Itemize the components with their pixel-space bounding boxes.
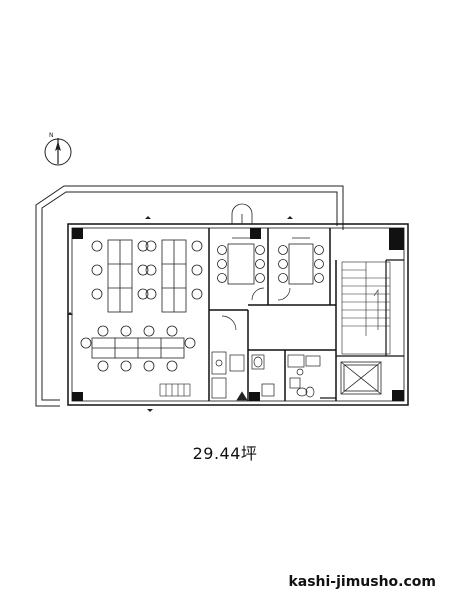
restrooms xyxy=(261,354,321,398)
terrace-outline xyxy=(35,185,344,407)
desk-cluster-bottom xyxy=(91,337,185,359)
north-label: N xyxy=(49,132,54,139)
storage-shelf xyxy=(159,383,191,397)
desk-cluster-top-left xyxy=(107,239,187,313)
main-door-icon xyxy=(231,203,253,224)
interior-walls xyxy=(208,228,337,401)
office-chairs xyxy=(80,240,203,372)
floor-area-label: 29.44坪 xyxy=(192,444,258,463)
window-marks xyxy=(67,216,293,412)
site-url: kashi-jimusho.com xyxy=(288,574,436,590)
meeting-doors xyxy=(221,287,291,331)
columns xyxy=(72,228,404,401)
core-partitions xyxy=(320,259,404,399)
north-compass-icon: N xyxy=(44,132,72,166)
meeting-table-2 xyxy=(278,237,324,285)
elevator-icon xyxy=(340,361,382,395)
meeting-table-1 xyxy=(217,237,265,285)
stairs-icon xyxy=(341,261,391,355)
exterior-wall xyxy=(67,223,409,406)
pantry xyxy=(211,351,265,401)
